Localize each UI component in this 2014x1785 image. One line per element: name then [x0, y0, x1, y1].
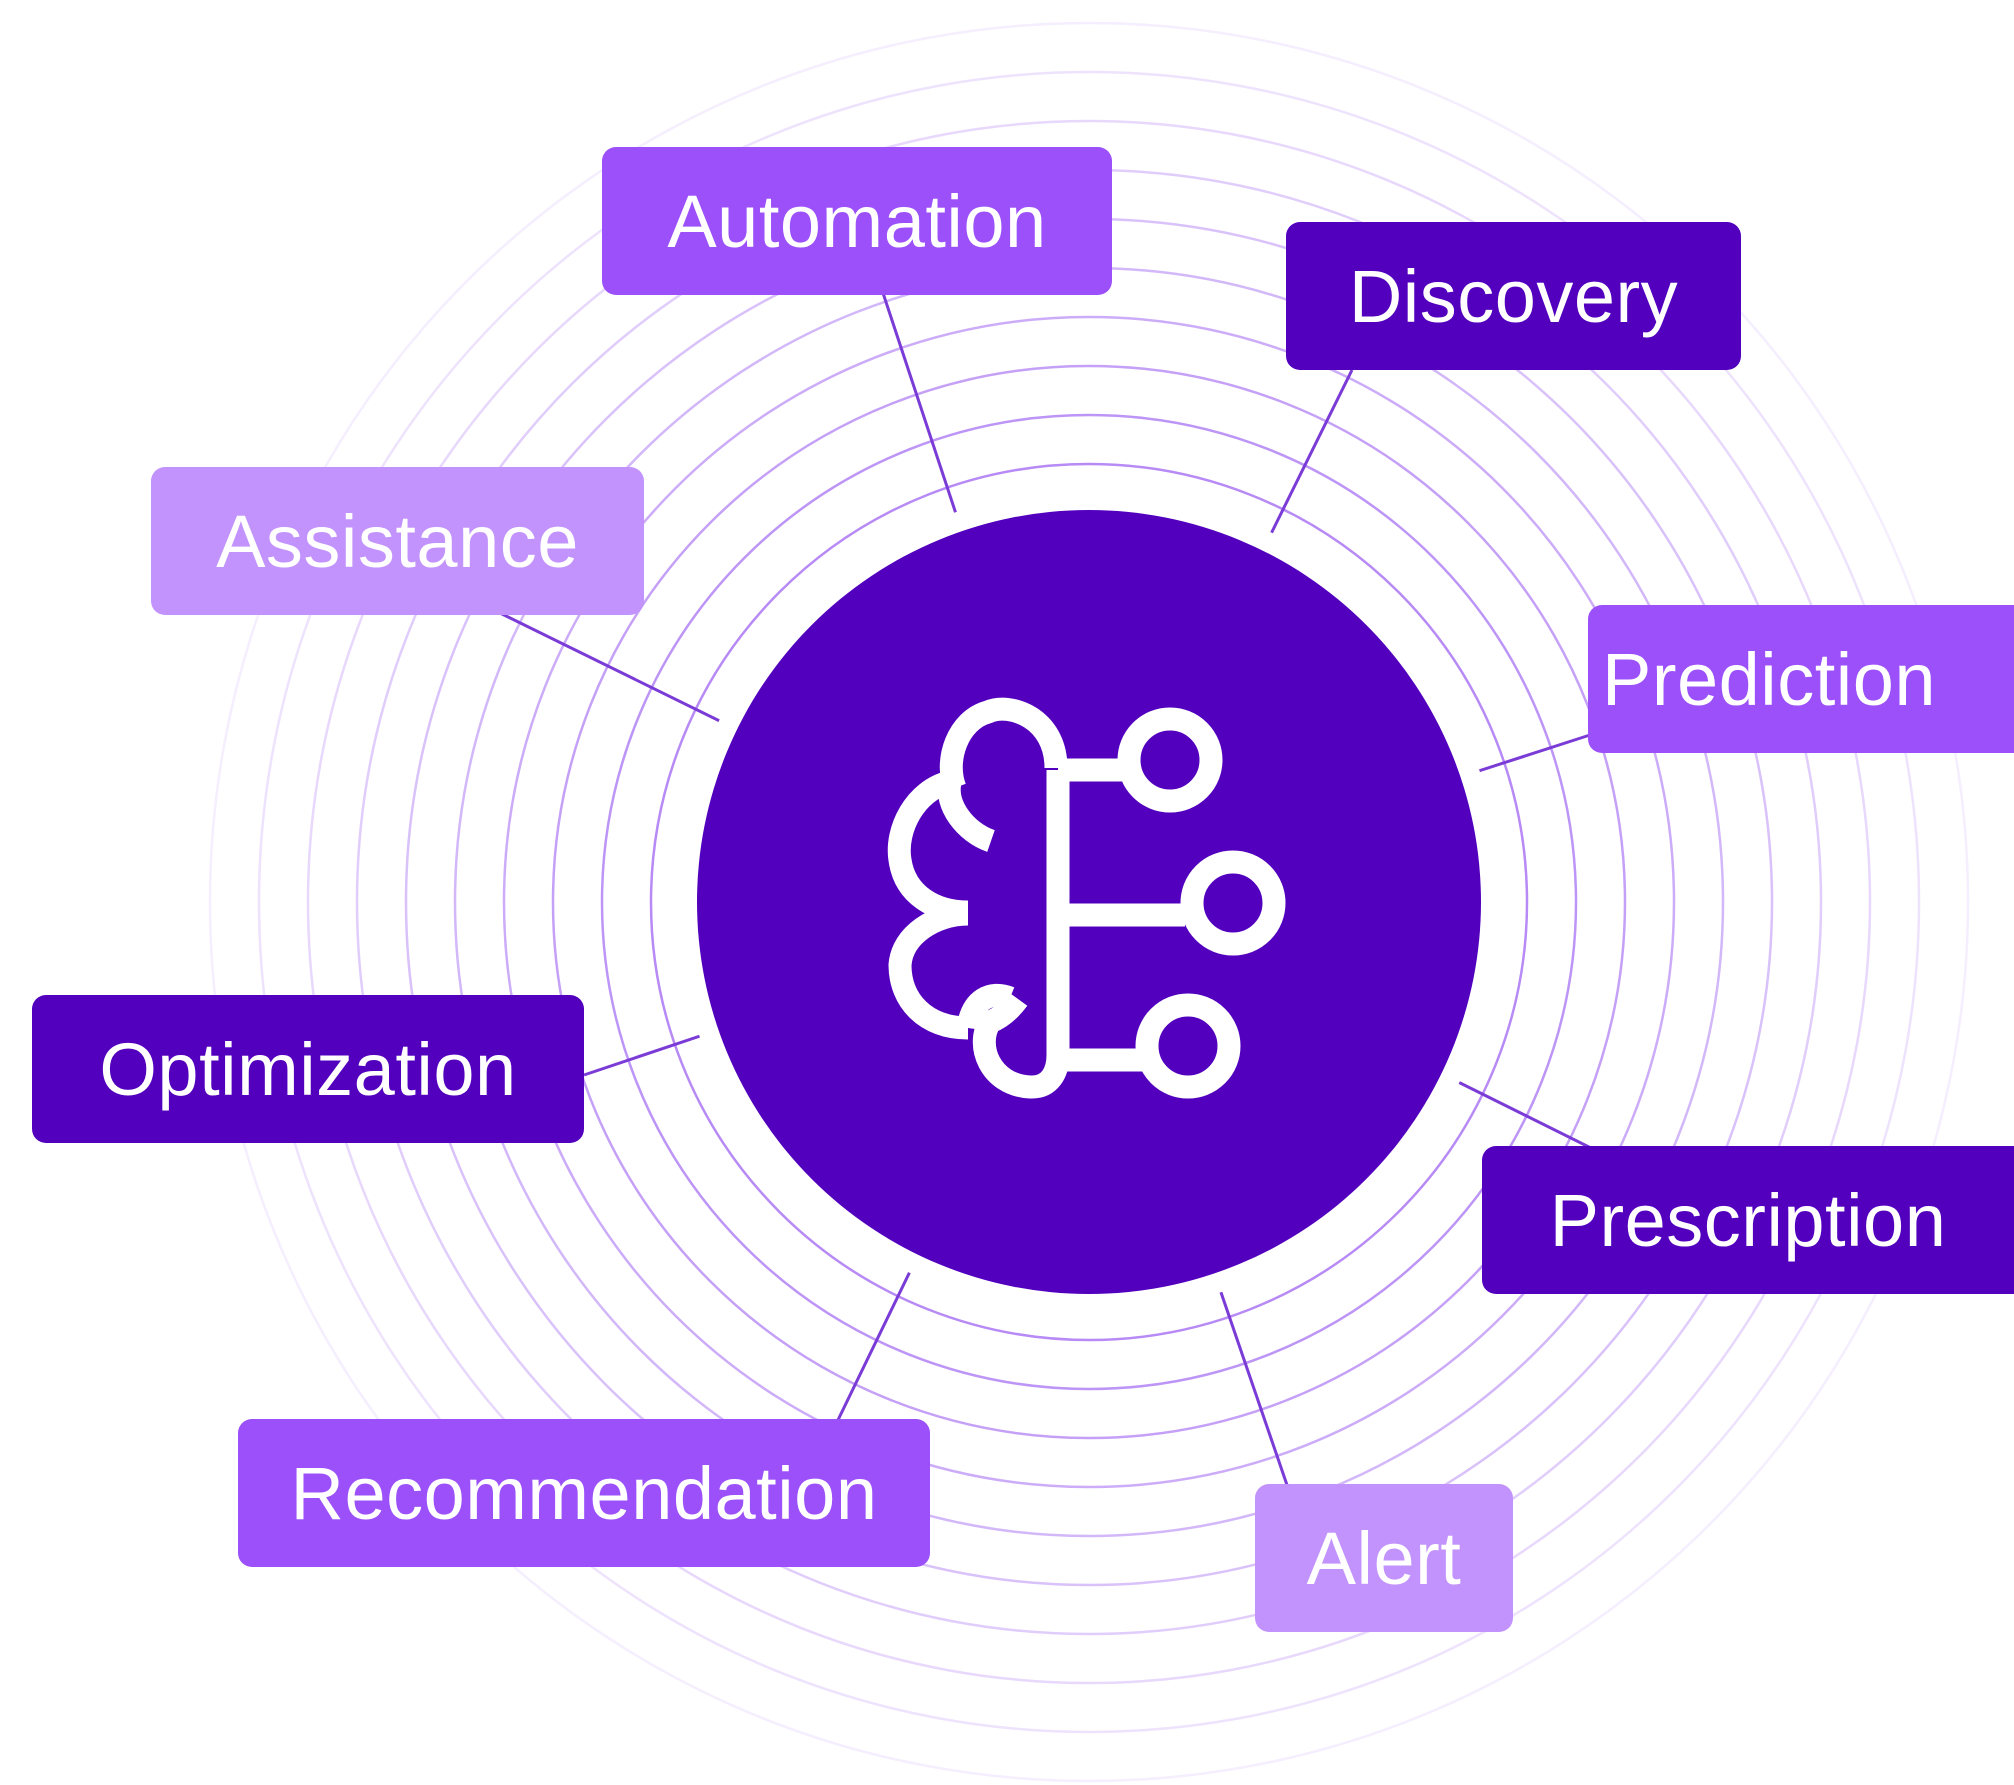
ring: [649, 462, 1529, 1342]
ring: [208, 21, 1970, 1783]
ring: [502, 315, 1676, 1489]
label-recommendation: Recommendation: [238, 1419, 930, 1567]
ring: [257, 70, 1921, 1734]
label-prescription: Prescription: [1482, 1146, 2014, 1294]
label-automation: Automation: [602, 147, 1112, 295]
concentric-rings: [208, 21, 1970, 1783]
connector-prescription: [1439, 1071, 1596, 1152]
connector-automation: [880, 289, 964, 533]
label-optimization: Optimization: [32, 995, 584, 1143]
connector-recommendation: [836, 1256, 919, 1421]
label-assistance: Assistance: [151, 467, 644, 615]
connector-discovery: [1260, 369, 1354, 553]
connector-lines: [499, 289, 1596, 1486]
ring: [551, 364, 1627, 1440]
connector-alert: [1212, 1271, 1289, 1486]
label-prediction: Prediction: [1588, 605, 2014, 753]
brain-network-icon: [887, 697, 1286, 1099]
ring: [306, 119, 1872, 1685]
label-alert: Alert: [1255, 1484, 1513, 1632]
connector-assistance: [499, 611, 739, 732]
ring: [600, 413, 1578, 1391]
connector-prediction: [1459, 733, 1591, 779]
center-hub: [697, 510, 1481, 1294]
label-discovery: Discovery: [1286, 222, 1741, 370]
connector-optimization: [583, 1028, 719, 1077]
